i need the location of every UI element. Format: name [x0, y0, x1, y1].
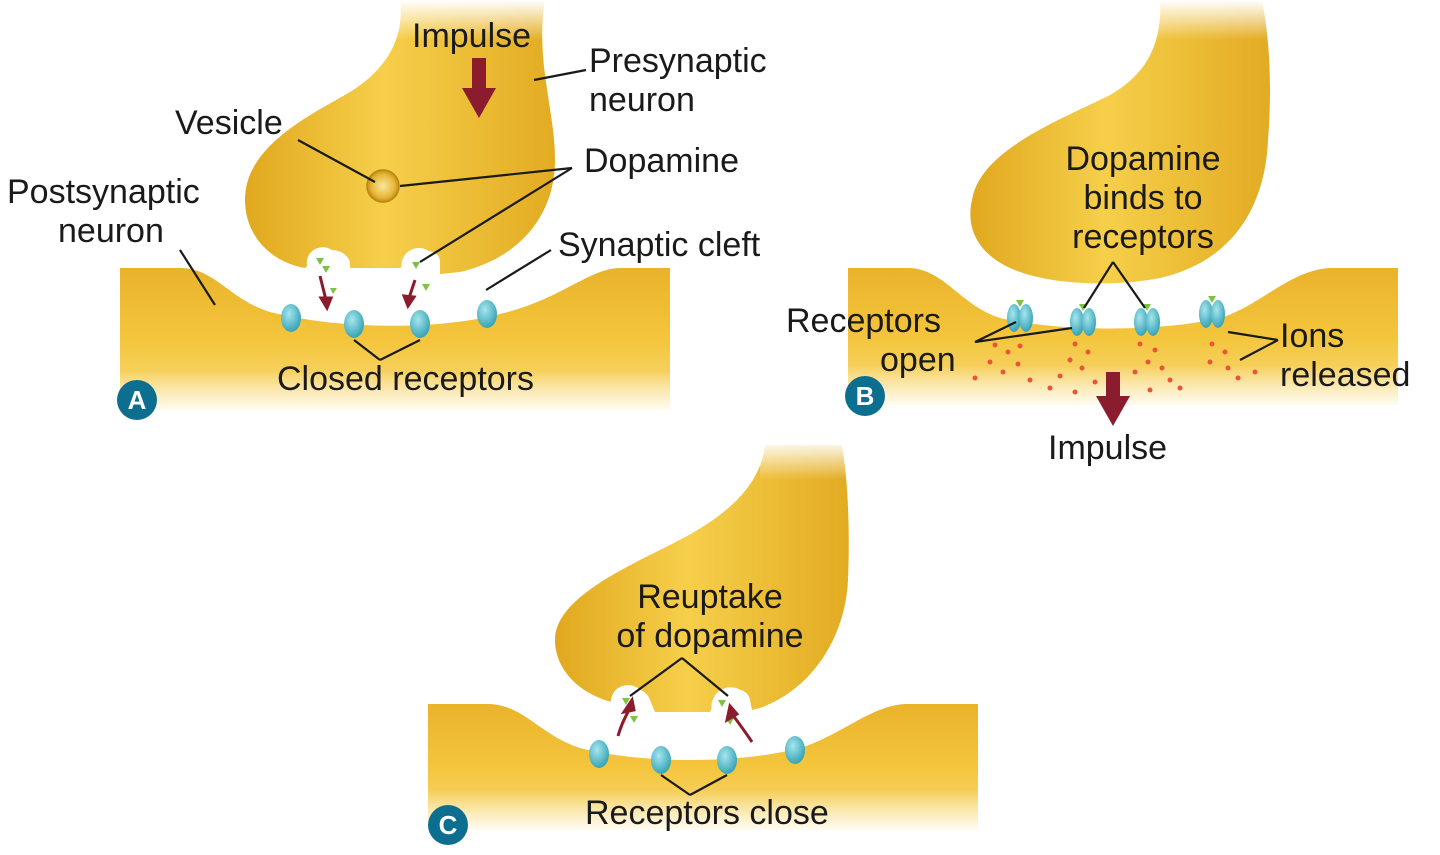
- label-postsynaptic-neuron-line1: Postsynaptic: [7, 173, 200, 211]
- label-closed-receptors: Closed receptors: [277, 360, 534, 398]
- svg-text:A: A: [128, 385, 147, 415]
- svg-text:C: C: [439, 810, 458, 840]
- label-impulse-b: Impulse: [1048, 429, 1167, 467]
- label-vesicle: Vesicle: [175, 104, 283, 142]
- label-receptors-close: Receptors close: [585, 794, 829, 832]
- label-reuptake-line2: of dopamine: [616, 617, 803, 655]
- label-presynaptic-neuron-line2: neuron: [589, 81, 695, 119]
- vesicle-opening-right-a: [401, 248, 436, 272]
- label-dopamine-binds-line3: receptors: [1072, 218, 1214, 256]
- badge-a: A: [117, 380, 157, 420]
- label-impulse-a: Impulse: [412, 17, 531, 55]
- leader-lines-b: [974, 261, 1279, 361]
- ions-released: [972, 341, 1258, 395]
- label-synaptic-cleft: Synaptic cleft: [558, 226, 761, 264]
- label-presynaptic-neuron-line1: Presynaptic: [589, 42, 767, 80]
- presynaptic-neuron-c: [555, 445, 849, 712]
- panel-c: Reuptake of dopamine Receptors close C: [428, 440, 978, 845]
- presynaptic-neuron-b: [970, 0, 1270, 284]
- label-dopamine: Dopamine: [584, 142, 739, 180]
- vesicle: [366, 169, 400, 203]
- label-postsynaptic-neuron-line2: neuron: [58, 212, 164, 250]
- open-receptors-b: [1007, 296, 1225, 336]
- label-dopamine-binds-line2: binds to: [1083, 179, 1202, 217]
- leader-lines-c: [629, 657, 729, 796]
- panel-a: Impulse Presynaptic neuron Vesicle Dopam…: [7, 0, 767, 420]
- label-ions-line2: released: [1280, 356, 1410, 394]
- badge-c: C: [428, 805, 468, 845]
- release-arrows-a: [318, 275, 417, 312]
- svg-text:B: B: [856, 381, 875, 411]
- label-receptors-open-line2: open: [880, 341, 956, 379]
- label-dopamine-binds-line1: Dopamine: [1066, 140, 1221, 178]
- closing-receptors-c: [589, 736, 805, 774]
- panel-b: Dopamine binds to receptors Receptors op…: [786, 0, 1410, 467]
- badge-b: B: [845, 376, 885, 416]
- impulse-arrow-a: [462, 58, 496, 118]
- label-reuptake-line1: Reuptake: [637, 578, 783, 616]
- impulse-arrow-b: [1096, 372, 1130, 426]
- reuptake-arrows-c: [616, 696, 754, 743]
- leader-lines-a: [179, 68, 587, 361]
- label-ions-line1: Ions: [1280, 317, 1344, 355]
- closed-receptors-a: [281, 300, 497, 338]
- vesicle-opening-right-c: [711, 687, 746, 714]
- dopamine-molecules-a: [316, 258, 430, 294]
- label-receptors-open-line1: Receptors: [786, 302, 941, 340]
